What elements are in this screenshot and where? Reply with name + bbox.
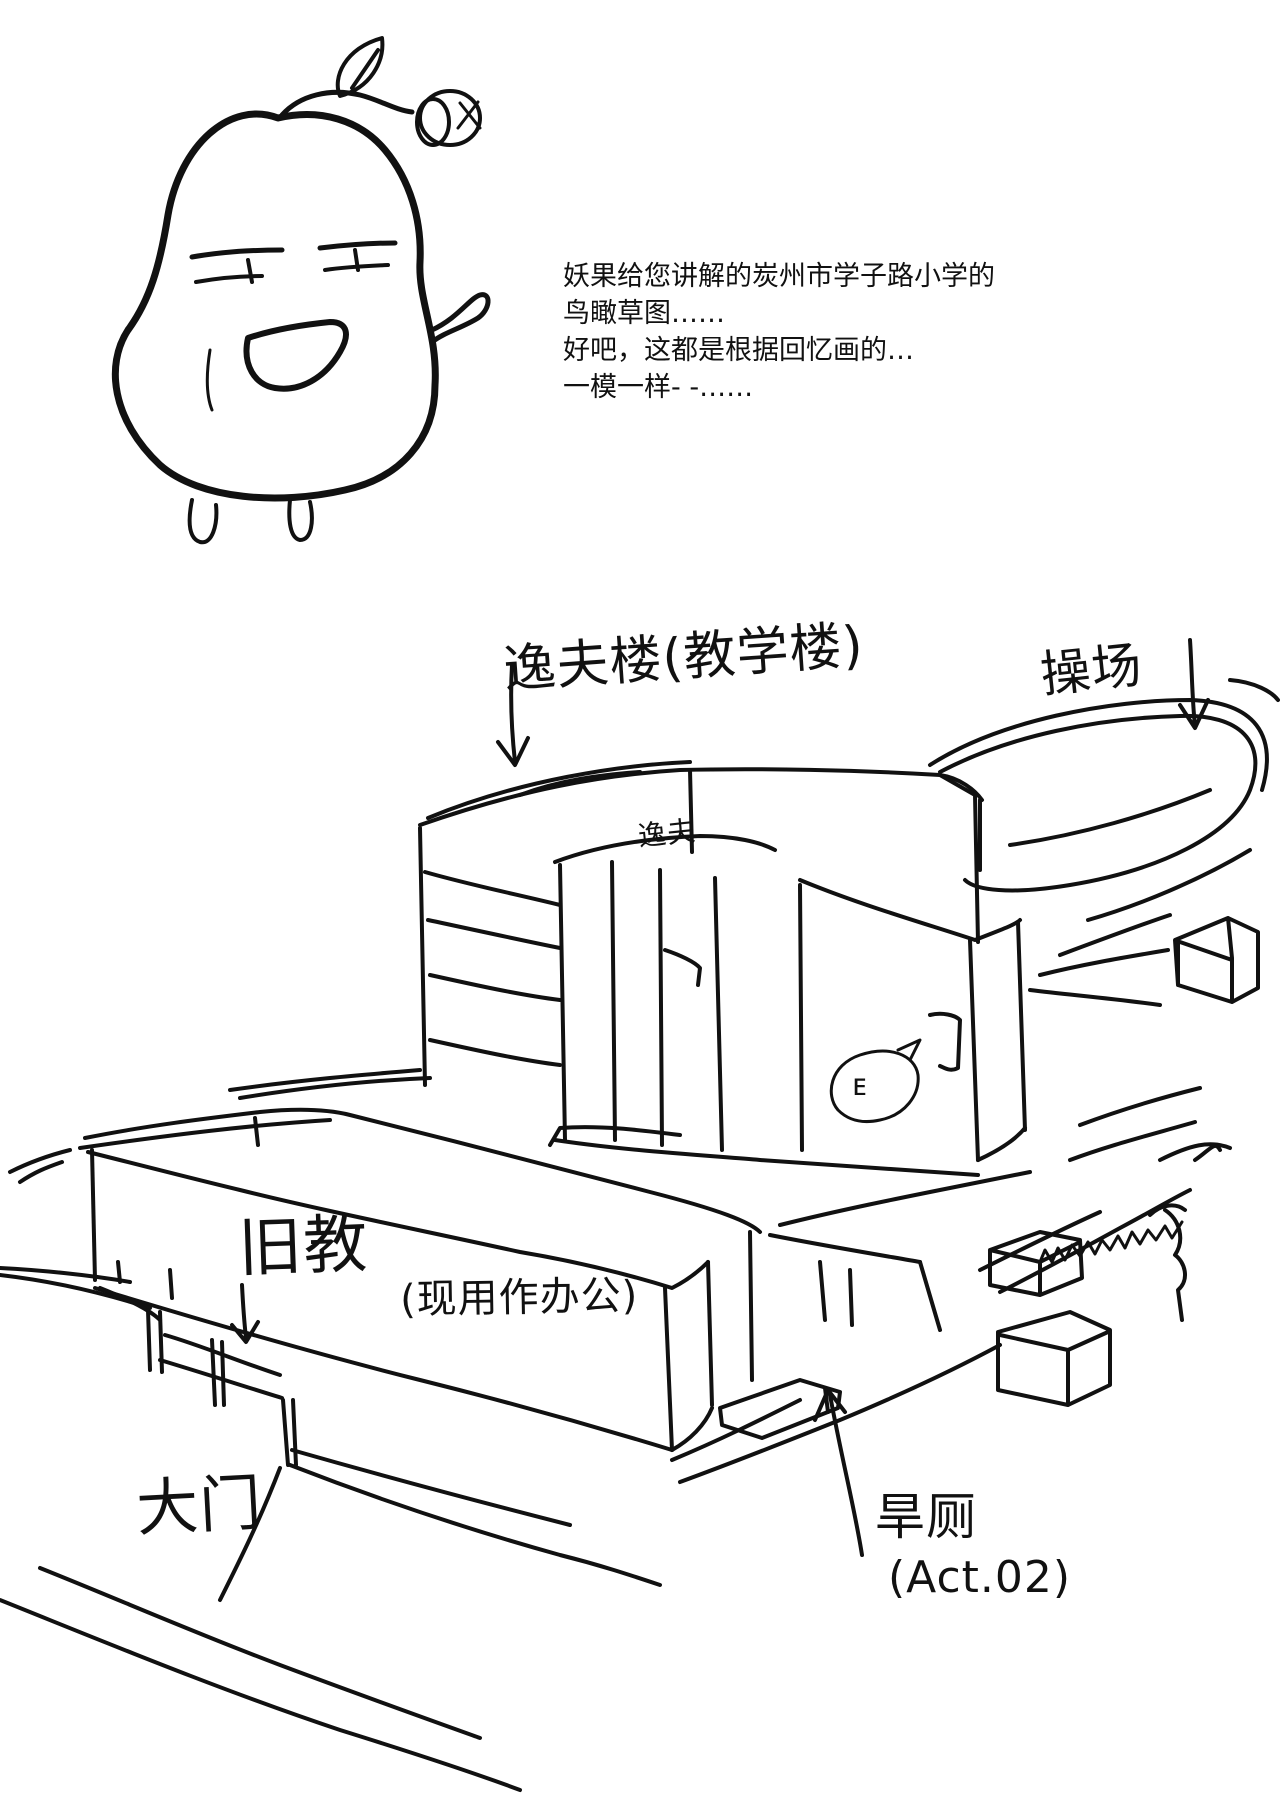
mascot-eye-right [317, 240, 398, 251]
arrow-yifu-icon [496, 663, 530, 767]
playground [928, 678, 1280, 922]
label-arrows [230, 638, 1210, 1557]
mascot-foot-right [287, 498, 314, 542]
perimeter [0, 1068, 1232, 1792]
caption-line-3: 好吧，这都是根据回忆画的… [563, 335, 914, 366]
small-box-far [1173, 916, 1260, 1004]
mascot-leaf-icon [335, 36, 385, 98]
wall-logo-icon [829, 1038, 922, 1124]
label-hanlan: 旱厕 [875, 1488, 977, 1546]
gate-post-right [281, 1398, 298, 1467]
caption-line-4: 一模一样- -…… [563, 372, 754, 403]
label-playground: 操场 [1037, 635, 1146, 705]
side-buildings [718, 913, 1260, 1440]
yifu-building [418, 760, 1027, 1177]
label-hanlan-note: (Act.02) [888, 1552, 1072, 1603]
hanlan-building [988, 1230, 1084, 1297]
caption-line-1: 妖果给您讲解的炭州市学子路小学的 [563, 261, 995, 292]
label-yifu-sign: 逸夫 [636, 814, 698, 853]
narration-caption: 妖果给您讲解的炭州市学子路小学的 鸟瞰草图…… 好吧，这都是根据回忆画的… 一模… [563, 258, 1183, 406]
label-main-gate: 大门 [134, 1465, 265, 1546]
label-old-building: 旧教 [236, 1207, 370, 1287]
old-building [78, 1107, 762, 1452]
mascot [111, 36, 491, 545]
mascot-stem [279, 89, 415, 118]
mascot-mouth [243, 319, 349, 392]
mascot-foot-left [187, 498, 219, 545]
caption-line-2: 鸟瞰草图…… [563, 298, 725, 329]
mascot-bud-small [415, 97, 451, 147]
mascot-bud-icon [418, 89, 482, 147]
mascot-body [111, 110, 439, 502]
mascot-eye-left [189, 247, 285, 260]
gate-post-left [146, 1308, 164, 1374]
label-old-building-note: (现用作办公) [399, 1272, 639, 1324]
mascot-arm [429, 292, 491, 345]
small-box-right [996, 1310, 1112, 1407]
grass-tufts [1038, 1220, 1184, 1264]
wall-logo-text: ᴇ [852, 1068, 868, 1103]
